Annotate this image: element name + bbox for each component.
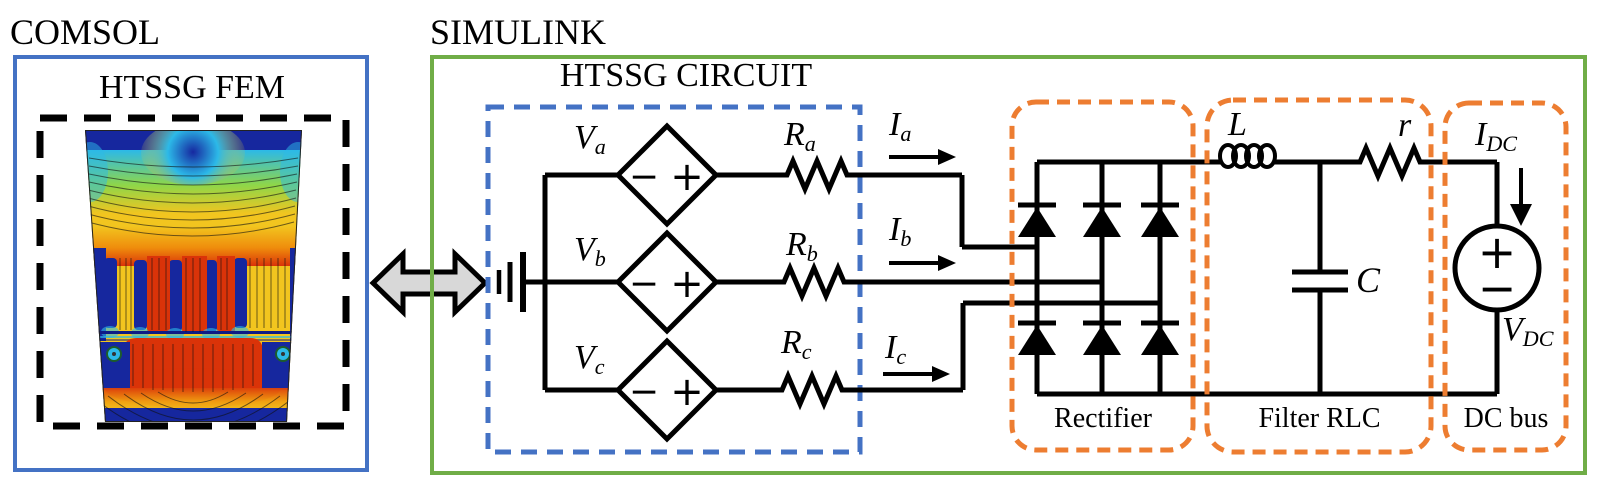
resistor-r	[1353, 141, 1427, 183]
plus-sign: +	[670, 261, 704, 307]
diode-upper-2	[1083, 202, 1121, 237]
minus-sign: −	[629, 157, 659, 198]
ib-label: Ib	[889, 211, 912, 252]
vb-label: Vb	[574, 231, 606, 272]
filter-rlc-label: Filter RLC	[1258, 403, 1381, 434]
comsol-label: COMSOL	[10, 12, 161, 52]
diode-upper-1	[1018, 202, 1056, 237]
current-arrow-ib	[889, 255, 956, 271]
comsol-box	[13, 55, 369, 472]
rc-label: Rc	[781, 324, 812, 365]
circuit-title: HTSSG CIRCUIT	[559, 57, 813, 94]
fem-title: HTSSG FEM	[98, 69, 286, 106]
plus-sign: +	[670, 154, 704, 200]
resistor-rb	[777, 261, 851, 303]
ia-label: Ia	[889, 106, 912, 147]
diode-lower-1	[1018, 320, 1056, 355]
minus-sign: −	[629, 264, 659, 305]
capacitor-label: C	[1356, 260, 1381, 300]
voltage-source-a: − +	[614, 122, 720, 228]
dc-bus-label: DC bus	[1463, 403, 1549, 434]
rectifier-dashed-box	[1009, 99, 1196, 453]
capacitor-c	[1292, 269, 1348, 293]
dc-source: + −	[1452, 223, 1542, 315]
dc-bus-block: + −	[1442, 100, 1569, 453]
rectifier-block	[1009, 99, 1196, 453]
voltage-source-c: − +	[614, 337, 720, 443]
diode-upper-3	[1141, 202, 1179, 237]
filter-resistor-label: r	[1398, 107, 1412, 144]
rb-label: Rb	[786, 226, 818, 267]
simulink-label: SIMULINK	[430, 12, 606, 52]
rectifier-label: Rectifier	[1054, 403, 1152, 434]
bidirectional-coupling-arrow	[369, 248, 489, 318]
plus-sign: +	[670, 369, 704, 415]
voltage-source-b: − +	[614, 229, 720, 335]
minus-sign: −	[1478, 261, 1517, 315]
resistor-ra	[780, 154, 854, 196]
ra-label: Ra	[784, 116, 816, 157]
minus-sign: −	[629, 372, 659, 413]
resistor-rc	[775, 369, 849, 411]
plus-sign: +	[1478, 225, 1517, 279]
current-arrow-ia	[889, 149, 956, 165]
comsol-section	[13, 55, 369, 472]
fem-dashed-box	[36, 114, 350, 430]
ground-symbol	[496, 252, 526, 312]
simulink-section: − + − + − +	[430, 55, 1587, 475]
fem-plot	[85, 130, 302, 422]
current-arrow-idc	[1510, 168, 1532, 226]
va-label: Va	[574, 119, 606, 160]
filter-rlc-block	[1204, 97, 1434, 455]
idc-label: IDC	[1475, 116, 1518, 157]
vdc-label: VDC	[1502, 311, 1554, 352]
dc-bus-dashed-box	[1442, 100, 1569, 453]
filter-dashed-box	[1204, 97, 1434, 455]
inductor-l	[1218, 143, 1277, 169]
diode-lower-2	[1083, 320, 1121, 355]
inductor-label: L	[1228, 106, 1247, 143]
fem-streamlines	[87, 157, 299, 422]
diode-lower-3	[1141, 320, 1179, 355]
vc-label: Vc	[574, 339, 605, 380]
simulink-box	[430, 55, 1587, 475]
htssg-circuit-dashed-box	[485, 104, 863, 455]
ic-label: Ic	[885, 329, 907, 370]
current-arrow-ic	[883, 366, 950, 382]
circuit-wires	[523, 159, 1500, 397]
